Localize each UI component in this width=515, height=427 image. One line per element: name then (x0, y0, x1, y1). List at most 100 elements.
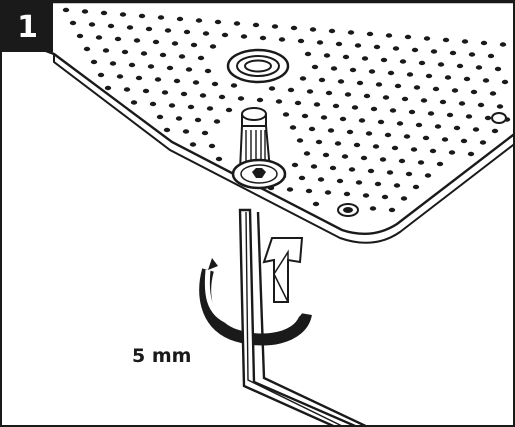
plate-screw (337, 112, 507, 217)
nozzle (393, 183, 401, 188)
nozzle (114, 36, 122, 42)
nozzle (336, 178, 344, 184)
nozzle (482, 78, 490, 83)
nozzle (192, 80, 200, 85)
nozzle (308, 126, 316, 132)
nozzle (90, 59, 98, 65)
nozzle (159, 52, 167, 58)
nozzle (415, 122, 423, 128)
nozzle (360, 155, 368, 161)
nozzle (301, 113, 309, 119)
nozzle (451, 88, 459, 93)
nozzle (259, 35, 267, 41)
nozzle (206, 106, 214, 111)
nozzle (348, 167, 356, 172)
nozzle (268, 86, 276, 91)
nozzle (240, 34, 248, 39)
nozzle (62, 7, 70, 13)
nozzle (494, 66, 502, 72)
nozzle (322, 152, 330, 158)
nozzle (294, 100, 302, 106)
nozzle (164, 28, 172, 33)
nozzle (145, 26, 153, 32)
nozzle (487, 53, 495, 59)
nozzle (194, 117, 202, 123)
nozzle-grid (62, 7, 511, 213)
nozzle (382, 95, 390, 100)
nozzle (195, 18, 203, 23)
nozzle (289, 125, 297, 130)
nozzle (410, 147, 418, 152)
nozzle (119, 12, 127, 17)
nozzle (355, 180, 363, 185)
nozzle (156, 114, 164, 120)
nozzle (209, 44, 217, 49)
nozzle (252, 22, 260, 28)
nozzle (201, 130, 209, 136)
nozzle (436, 161, 444, 167)
nozzle (154, 77, 162, 82)
nozzle (380, 57, 388, 63)
nozzle (479, 140, 487, 145)
nozzle (444, 75, 452, 80)
nozzle (361, 56, 369, 61)
nozzle (88, 22, 96, 27)
nozzle (317, 177, 325, 182)
nozzle (100, 10, 108, 16)
nozzle (341, 154, 349, 159)
nozzle (353, 142, 361, 148)
nozzle (347, 30, 355, 35)
nozzle (175, 116, 183, 121)
nozzle (446, 112, 454, 118)
nozzle (394, 83, 402, 89)
nozzle (304, 51, 312, 57)
nozzle (358, 118, 366, 123)
nozzle (343, 191, 351, 197)
nozzle (237, 96, 245, 101)
nozzle (501, 79, 509, 85)
nozzle (163, 127, 171, 133)
nozzle (475, 65, 483, 70)
nozzle (391, 145, 399, 151)
nozzle (399, 59, 407, 64)
nozzle (470, 89, 478, 95)
nozzle (316, 40, 324, 45)
nozzle (286, 187, 294, 192)
nozzle (363, 93, 371, 99)
nozzle (178, 54, 186, 59)
nozzle (456, 63, 464, 69)
nozzle (480, 40, 488, 46)
nozzle (424, 173, 432, 178)
nozzle (182, 129, 190, 134)
nozzle (367, 168, 375, 174)
nozzle (332, 103, 340, 109)
nozzle (439, 99, 447, 105)
nozzle (133, 38, 141, 43)
nozzle (128, 62, 136, 68)
nozzle (404, 34, 412, 40)
nozzle (271, 24, 279, 29)
nozzle (362, 193, 370, 198)
nozzle (323, 53, 331, 58)
hex-key-icon (238, 208, 367, 425)
nozzle (377, 119, 385, 125)
nozzle (337, 79, 345, 84)
nozzle (116, 74, 124, 79)
nozzle (369, 206, 377, 211)
nozzle (489, 91, 497, 96)
nozzle (318, 77, 326, 83)
nozzle (213, 119, 221, 124)
nozzle (185, 67, 193, 72)
nozzle (386, 170, 394, 175)
rotate-arrow-icon (199, 237, 312, 346)
nozzle (298, 175, 306, 181)
nozzle (202, 31, 210, 36)
nozzle (83, 46, 91, 52)
nozzle (95, 35, 103, 40)
nozzle (432, 86, 440, 92)
nozzle (460, 138, 468, 144)
nozzle (468, 52, 476, 57)
nozzle (453, 125, 461, 131)
